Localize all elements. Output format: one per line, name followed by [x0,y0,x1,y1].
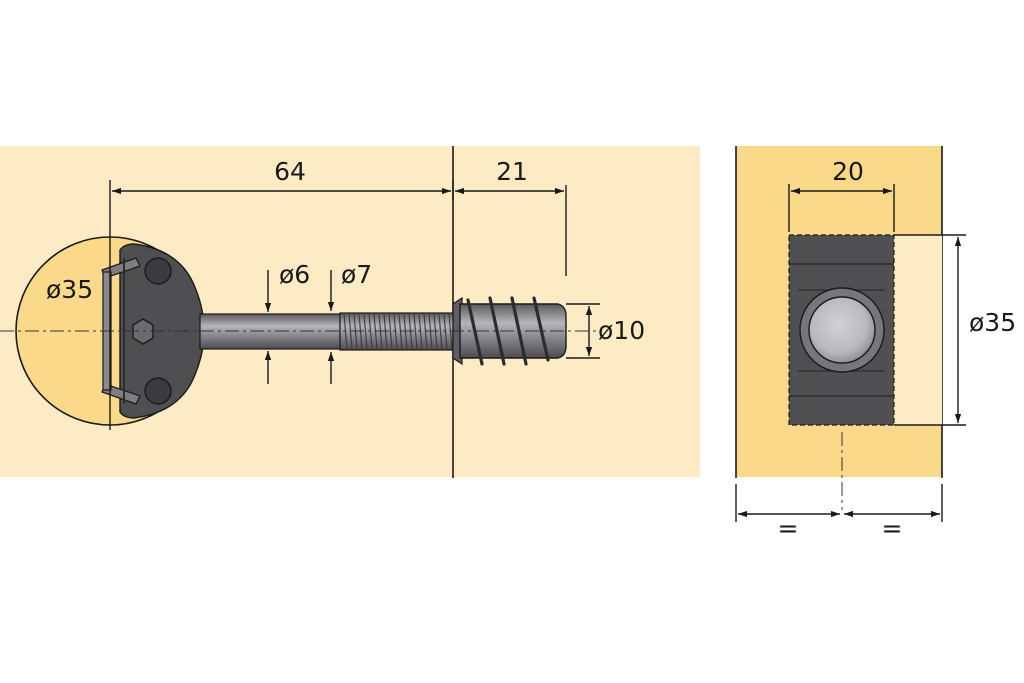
label-dia-7: ø7 [341,260,372,289]
thread-line [363,313,368,350]
label-equal-right: = [882,514,903,543]
label-64: 64 [274,157,306,186]
housing-hole-top [144,257,172,285]
label-20: 20 [832,157,864,186]
front-view: 20 ø35 = = [735,146,1016,543]
thread-line [438,313,443,350]
label-dia-35-side: ø35 [46,275,93,304]
thread-line [413,313,418,350]
label-equal-left: = [778,514,799,543]
label-21: 21 [496,157,528,186]
thread-line [388,313,393,350]
bolt-shaft [199,313,341,350]
side-view: 64 21 ø35 ø6 ø7 ø10 [0,146,700,478]
label-dia-35-front: ø35 [969,308,1016,337]
housing-hole-bottom [144,377,172,405]
label-dia-10: ø10 [598,316,645,345]
label-dia-6: ø6 [279,260,310,289]
front-pin-head [808,296,876,364]
